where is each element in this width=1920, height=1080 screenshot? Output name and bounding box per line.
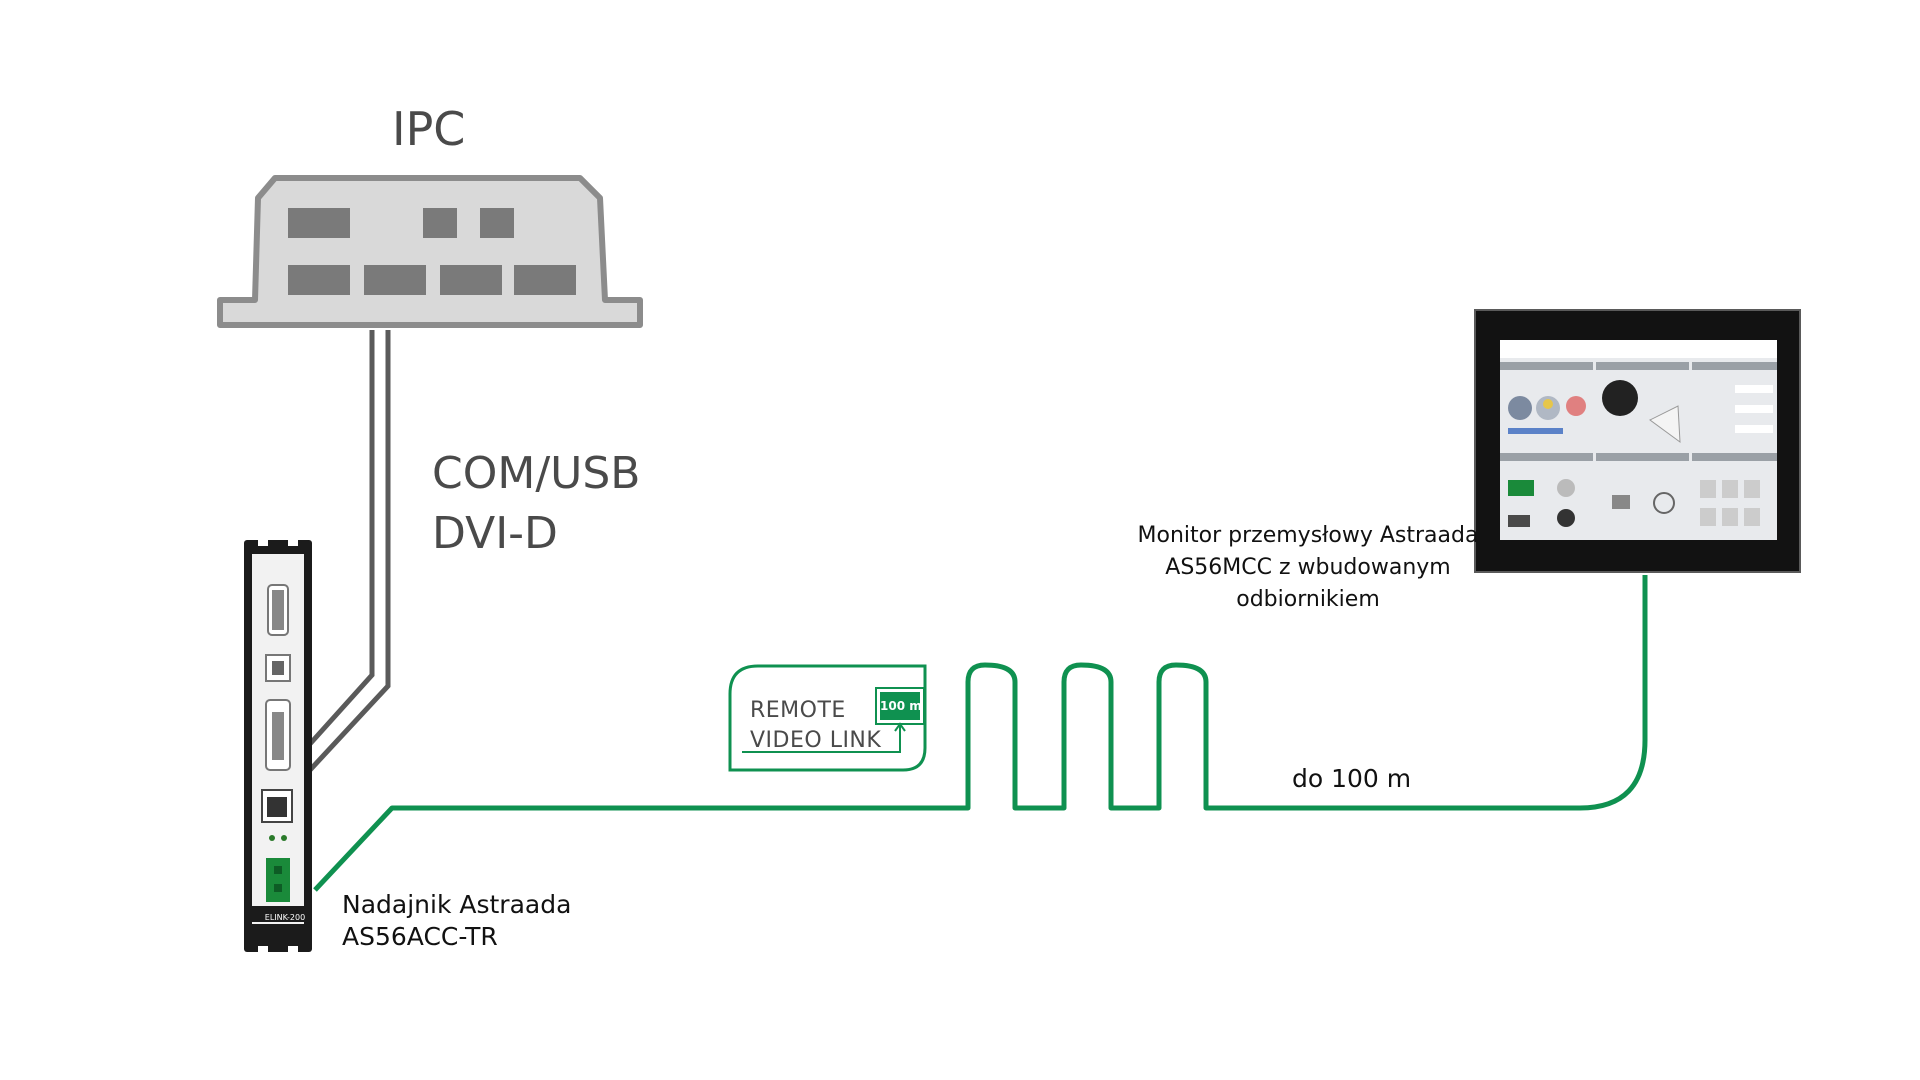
connection-label-com-usb: COM/USB [432, 448, 641, 499]
monitor-label-line2: AS56MCC z wbudowanym [1165, 555, 1451, 580]
remote-video-link-line1: REMOTE [750, 698, 846, 723]
monitor-label-line3: odbiornikiem [1236, 587, 1380, 612]
cable-distance-label: do 100 m [1292, 764, 1412, 793]
ipc-cable [307, 330, 391, 772]
distance-badge: 100 m [880, 692, 922, 720]
transmitter-label-line1: Nadajnik Astraada [342, 890, 572, 919]
industrial-monitor [1474, 309, 1801, 573]
green-cable [313, 575, 1648, 892]
ipc-device [217, 175, 643, 328]
connection-label-dvi: DVI-D [432, 508, 558, 559]
transmitter-device [244, 538, 312, 954]
ipc-title: IPC [392, 102, 466, 156]
remote-video-link-line2: VIDEO LINK [750, 728, 882, 753]
transmitter-label-line2: AS56ACC-TR [342, 922, 498, 951]
monitor-label-line1: Monitor przemysłowy Astraada [1137, 523, 1479, 548]
transmitter-brand: ELINK-200 [264, 913, 306, 922]
